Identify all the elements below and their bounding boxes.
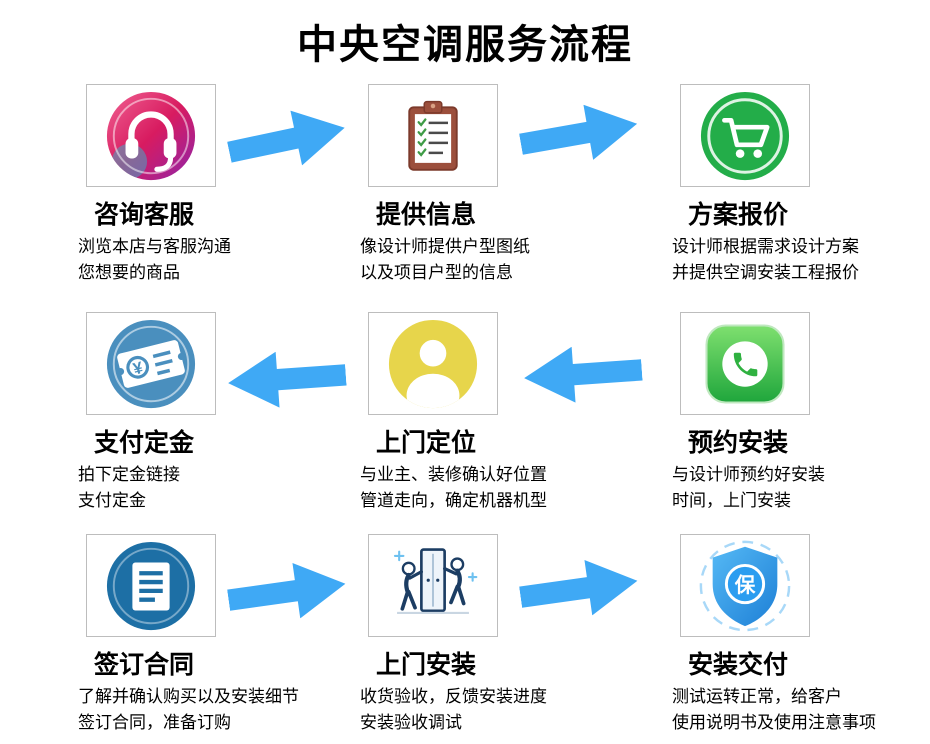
step-pay-deposit: ¥ 支付定金 拍下定金链接 支付定金 — [76, 312, 332, 514]
desc-line: 安装验收调试 — [360, 713, 462, 732]
step-icon-box — [86, 534, 216, 637]
step-description: 了解并确认购买以及安装细节 签订合同，准备订购 — [78, 684, 332, 736]
step-plan-quote: 方案报价 设计师根据需求设计方案 并提供空调安装工程报价 — [670, 84, 926, 286]
step-description: 设计师根据需求设计方案 并提供空调安装工程报价 — [672, 234, 926, 286]
step-title: 安装交付 — [688, 651, 789, 679]
step-title: 提供信息 — [376, 201, 477, 229]
step-description: 收货验收，反馈安装进度 安装验收调试 — [360, 684, 614, 736]
shield-icon: 保 — [699, 540, 791, 631]
step-onsite-install: 上门安装 收货验收，反馈安装进度 安装验收调试 — [358, 534, 614, 736]
step-sign-contract: 签订合同 了解并确认购买以及安装细节 签订合同，准备订购 — [76, 534, 332, 736]
desc-line: 时间，上门安装 — [672, 491, 791, 510]
step-title: 预约安装 — [688, 429, 789, 457]
step-book-installation: 预约安装 与设计师预约好安装 时间，上门安装 — [670, 312, 926, 514]
desc-line: 您想要的商品 — [78, 263, 180, 282]
desc-line: 浏览本店与客服沟通 — [78, 237, 231, 256]
installers-icon — [393, 548, 478, 615]
step-onsite-positioning: 上门定位 与业主、装修确认好位置 管道走向，确定机器机型 — [358, 312, 614, 514]
step-title: 咨询客服 — [94, 201, 195, 229]
step-consult-service: 咨询客服 浏览本店与客服沟通 您想要的商品 — [76, 84, 332, 286]
step-description: 浏览本店与客服沟通 您想要的商品 — [78, 234, 332, 286]
step-description: 拍下定金链接 支付定金 — [78, 462, 332, 514]
step-description: 与业主、装修确认好位置 管道走向，确定机器机型 — [360, 462, 614, 514]
page-title: 中央空调服务流程 — [297, 23, 633, 67]
step-icon-box: 保 — [680, 534, 810, 637]
step-icon-box — [368, 84, 498, 187]
desc-line: 使用说明书及使用注意事项 — [672, 713, 876, 732]
ticket-icon: ¥ — [106, 319, 196, 408]
cart-icon — [700, 91, 790, 180]
desc-line: 设计师根据需求设计方案 — [672, 237, 859, 256]
desc-line: 以及项目户型的信息 — [360, 263, 513, 282]
document-icon — [106, 541, 196, 630]
step-title: 上门定位 — [376, 429, 477, 457]
step-icon-box — [86, 84, 216, 187]
clipboard-icon — [408, 100, 458, 171]
desc-line: 与业主、装修确认好位置 — [360, 465, 547, 484]
step-title: 方案报价 — [688, 201, 789, 229]
step-icon-box — [680, 312, 810, 415]
step-description: 测试运转正常，给客户 使用说明书及使用注意事项 — [672, 684, 926, 736]
step-title: 支付定金 — [94, 429, 195, 457]
desc-line: 收货验收，反馈安装进度 — [360, 687, 547, 706]
step-icon-box: ¥ — [86, 312, 216, 415]
desc-line: 测试运转正常，给客户 — [672, 687, 842, 706]
desc-line: 像设计师提供户型图纸 — [360, 237, 530, 256]
desc-line: 签订合同，准备订购 — [78, 713, 231, 732]
step-install-delivery: 保 安装交付 测试运转正常，给客户 使用说明书及使用注意事项 — [670, 534, 926, 736]
step-icon-box — [680, 84, 810, 187]
step-description: 像设计师提供户型图纸 以及项目户型的信息 — [360, 234, 614, 286]
headset-icon — [106, 91, 196, 180]
shield-bao-symbol: 保 — [734, 573, 756, 596]
step-provide-info: 提供信息 像设计师提供户型图纸 以及项目户型的信息 — [358, 84, 614, 286]
desc-line: 并提供空调安装工程报价 — [672, 263, 859, 282]
desc-line: 支付定金 — [78, 491, 146, 510]
person-icon — [388, 319, 478, 408]
step-description: 与设计师预约好安装 时间，上门安装 — [672, 462, 926, 514]
desc-line: 拍下定金链接 — [78, 465, 180, 484]
desc-line: 管道走向，确定机器机型 — [360, 491, 547, 510]
desc-line: 了解并确认购买以及安装细节 — [78, 687, 299, 706]
step-title: 上门安装 — [376, 651, 477, 679]
step-title: 签订合同 — [94, 651, 195, 679]
desc-line: 与设计师预约好安装 — [672, 465, 825, 484]
step-icon-box — [368, 534, 498, 637]
whatsapp-icon — [705, 323, 785, 404]
step-icon-box — [368, 312, 498, 415]
